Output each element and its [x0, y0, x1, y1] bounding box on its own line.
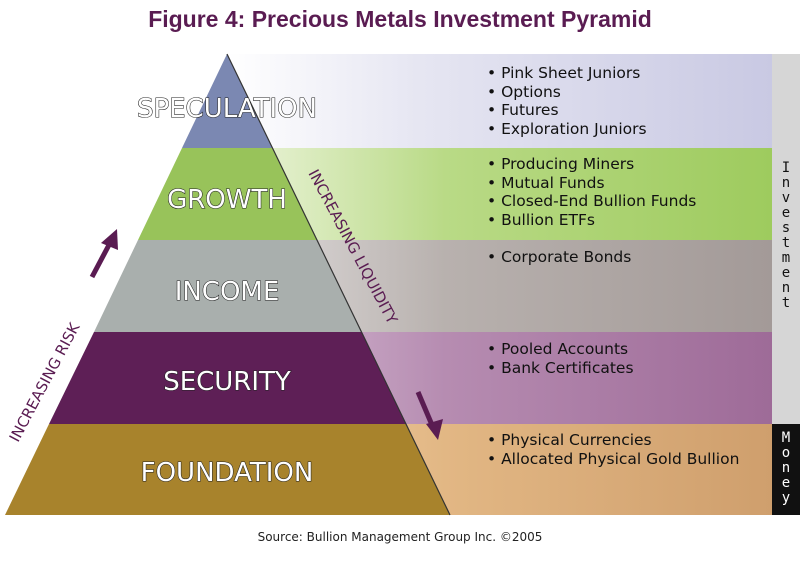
- tier-foundation: [5, 424, 450, 515]
- level-label-income: INCOME: [175, 277, 280, 307]
- liquidity-arrow-icon: [415, 391, 443, 440]
- investment-strip: [772, 54, 800, 424]
- source-caption: Source: Bullion Management Group Inc. ©2…: [257, 530, 543, 544]
- band-growth: [227, 148, 772, 240]
- risk-arrow-icon: [89, 229, 118, 279]
- money-label: Money: [778, 430, 794, 505]
- level-label-security: SECURITY: [163, 367, 291, 397]
- list-item: • Bullion ETFs: [487, 210, 595, 229]
- tier-income: [94, 240, 362, 332]
- figure-title: Figure 4: Precious Metals Investment Pyr…: [148, 6, 652, 32]
- list-security: • Pooled Accounts • Bank Certificates: [487, 340, 634, 377]
- list-item: • Corporate Bonds: [487, 248, 632, 266]
- band-speculation: [227, 54, 772, 148]
- tier-speculation: [182, 54, 272, 148]
- pyramid-edge: [226, 53, 451, 516]
- list-item: • Closed-End Bullion Funds: [487, 192, 697, 210]
- level-label-foundation: FOUNDATION: [141, 458, 314, 488]
- list-item: • Mutual Funds: [487, 173, 605, 192]
- list-item: • Futures: [487, 101, 559, 119]
- list-growth: • Producing Miners • Mutual Funds • Clos…: [487, 155, 696, 229]
- list-item: • Producing Miners: [487, 155, 635, 173]
- list-item: • Pink Sheet Juniors: [487, 64, 641, 82]
- list-speculation: • Pink Sheet Juniors • Options • Futures…: [487, 64, 647, 138]
- list-item: • Pooled Accounts: [487, 340, 629, 358]
- list-item: • Allocated Physical Gold Bullion: [487, 449, 740, 468]
- level-label-growth: GROWTH: [167, 185, 287, 215]
- list-item: • Options: [487, 82, 561, 101]
- investment-label: Investment: [778, 160, 794, 310]
- tier-growth: [138, 148, 317, 240]
- list-income: • Corporate Bonds: [487, 248, 631, 267]
- tier-security: [49, 332, 406, 424]
- list-item: • Exploration Juniors: [487, 119, 647, 138]
- list-foundation: • Physical Currencies • Allocated Physic…: [487, 431, 739, 468]
- list-item: • Physical Currencies: [487, 431, 652, 449]
- money-strip: [772, 424, 800, 515]
- level-label-speculation: SPECULATION: [137, 94, 317, 124]
- list-item: • Bank Certificates: [487, 358, 634, 377]
